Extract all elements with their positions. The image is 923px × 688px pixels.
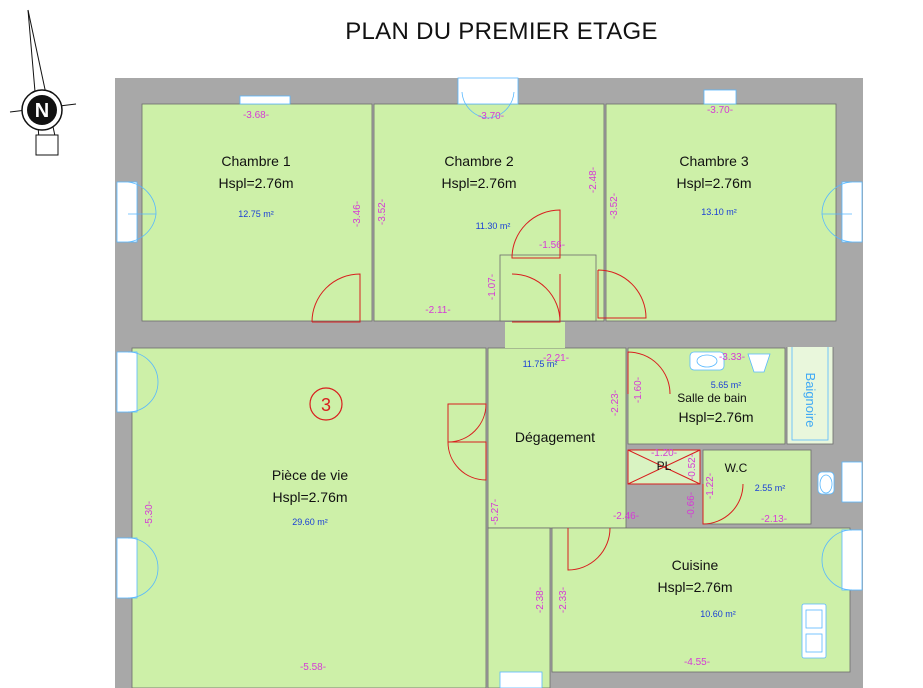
- placard-name: PL: [657, 459, 672, 473]
- door-bath: [627, 351, 671, 395]
- room-chambre-3: [605, 103, 837, 322]
- window-wc: [841, 461, 863, 503]
- chambre-2-name: Chambre 2: [444, 153, 513, 169]
- door-wc: [702, 483, 744, 525]
- dim-pv-left: -5.30-: [144, 501, 155, 527]
- door-chambre-1: [311, 273, 361, 323]
- window-chambre-1: [239, 95, 291, 105]
- closet: [499, 254, 597, 322]
- room-number: 3: [321, 395, 331, 415]
- degagement-area: 11.75 m²: [523, 359, 558, 369]
- door-chambre-2: [511, 209, 561, 259]
- piece-de-vie-name: Pièce de vie: [272, 467, 348, 483]
- dim-bath-v: -1.60-: [633, 377, 644, 403]
- salle-de-bain-area: 5.65 m²: [711, 380, 742, 390]
- window-chambre-2: [457, 77, 519, 105]
- dim-pv-right: -5.27-: [490, 499, 501, 525]
- dim-pl-v: -0.52-: [687, 454, 698, 480]
- chambre-2-area: 11.30 m²: [476, 221, 511, 231]
- room-degagement: [487, 347, 627, 529]
- dim-wc-v: -1.22-: [705, 473, 716, 499]
- door-cuisine: [567, 527, 611, 571]
- room-chambre-1: [141, 103, 373, 322]
- dim-c2-right: -2.48-: [588, 167, 599, 193]
- dim-c1-right: -3.46-: [352, 201, 363, 227]
- chambre-3-name: Chambre 3: [679, 153, 748, 169]
- bidet-icon: [747, 353, 771, 373]
- dim-c3-top: -3.70-: [707, 105, 733, 116]
- wc-area: 2.55 m²: [755, 483, 786, 493]
- compass-label: N: [35, 100, 49, 122]
- degagement-name: Dégagement: [515, 429, 595, 445]
- dim-cuisine-left: -2.38-: [535, 587, 546, 613]
- piece-de-vie-area: 29.60 m²: [292, 517, 328, 527]
- chambre-3-height: Hspl=2.76m: [676, 175, 751, 191]
- dim-pv-bottom: -5.58-: [300, 662, 326, 673]
- dim-bath-top: -3.33-: [719, 352, 745, 363]
- dim-cuisine-top: -2.46-: [613, 511, 639, 522]
- room-piece-de-vie: [131, 347, 487, 688]
- cuisine-height: Hspl=2.76m: [657, 579, 732, 595]
- chambre-1-name: Chambre 1: [221, 153, 290, 169]
- dim-closet-w: -1.56-: [539, 240, 565, 251]
- chambre-1-height: Hspl=2.76m: [218, 175, 293, 191]
- window-chambre-3: [703, 89, 737, 105]
- window-pv-bottom: [116, 537, 138, 599]
- dim-c3-left: -3.52-: [609, 193, 620, 219]
- dim-cuisine-left2: -2.33-: [558, 587, 569, 613]
- dim-c2-top: -3.70-: [478, 111, 504, 122]
- door-chambre-3: [597, 269, 647, 319]
- wc-name: W.C: [725, 461, 748, 475]
- front-door-gap: [499, 671, 543, 688]
- cuisine-name: Cuisine: [672, 557, 719, 573]
- dim-c1-top: -3.68-: [243, 110, 269, 121]
- dim-pl-v2: -0.66-: [686, 492, 697, 518]
- window-pv-top: [116, 351, 138, 413]
- room-wc: [702, 449, 812, 525]
- salle-de-bain-name: Salle de bain: [677, 391, 746, 405]
- baignoire-label: Baignoire: [803, 373, 818, 428]
- cuisine-area: 10.60 m²: [700, 609, 736, 619]
- room-cuisine: [551, 527, 851, 673]
- dim-c2-left: -3.52-: [377, 199, 388, 225]
- placard-box: [627, 449, 701, 485]
- chambre-1-area: 12.75 m²: [238, 209, 274, 219]
- salle-de-bain-height: Hspl=2.76m: [678, 409, 753, 425]
- dim-closet-v: -1.07-: [487, 274, 498, 300]
- piece-de-vie-height: Hspl=2.76m: [272, 489, 347, 505]
- door-pv-2: [447, 441, 487, 481]
- room-degagement-lower: [487, 527, 551, 688]
- chambre-3-area: 13.10 m²: [701, 207, 737, 217]
- dim-c2-bottom: -2.11-: [425, 305, 450, 316]
- dim-deg-v: -2.23-: [610, 390, 621, 416]
- window-c3-right: [841, 181, 863, 243]
- room-number-circle: [309, 387, 343, 421]
- dim-pl-top: -1.20-: [651, 448, 677, 459]
- window-cuisine: [841, 529, 863, 591]
- north-arrow-icon: N: [9, 9, 77, 156]
- chambre-2-height: Hspl=2.76m: [441, 175, 516, 191]
- dim-cuisine-bottom: -4.55-: [684, 657, 710, 668]
- window-c1-left: [116, 181, 138, 243]
- plan-title: PLAN DU PREMIER ETAGE: [345, 18, 658, 45]
- dim-deg-top: -2.21-: [543, 353, 569, 364]
- dim-wc-bottom: -2.13-: [761, 514, 787, 525]
